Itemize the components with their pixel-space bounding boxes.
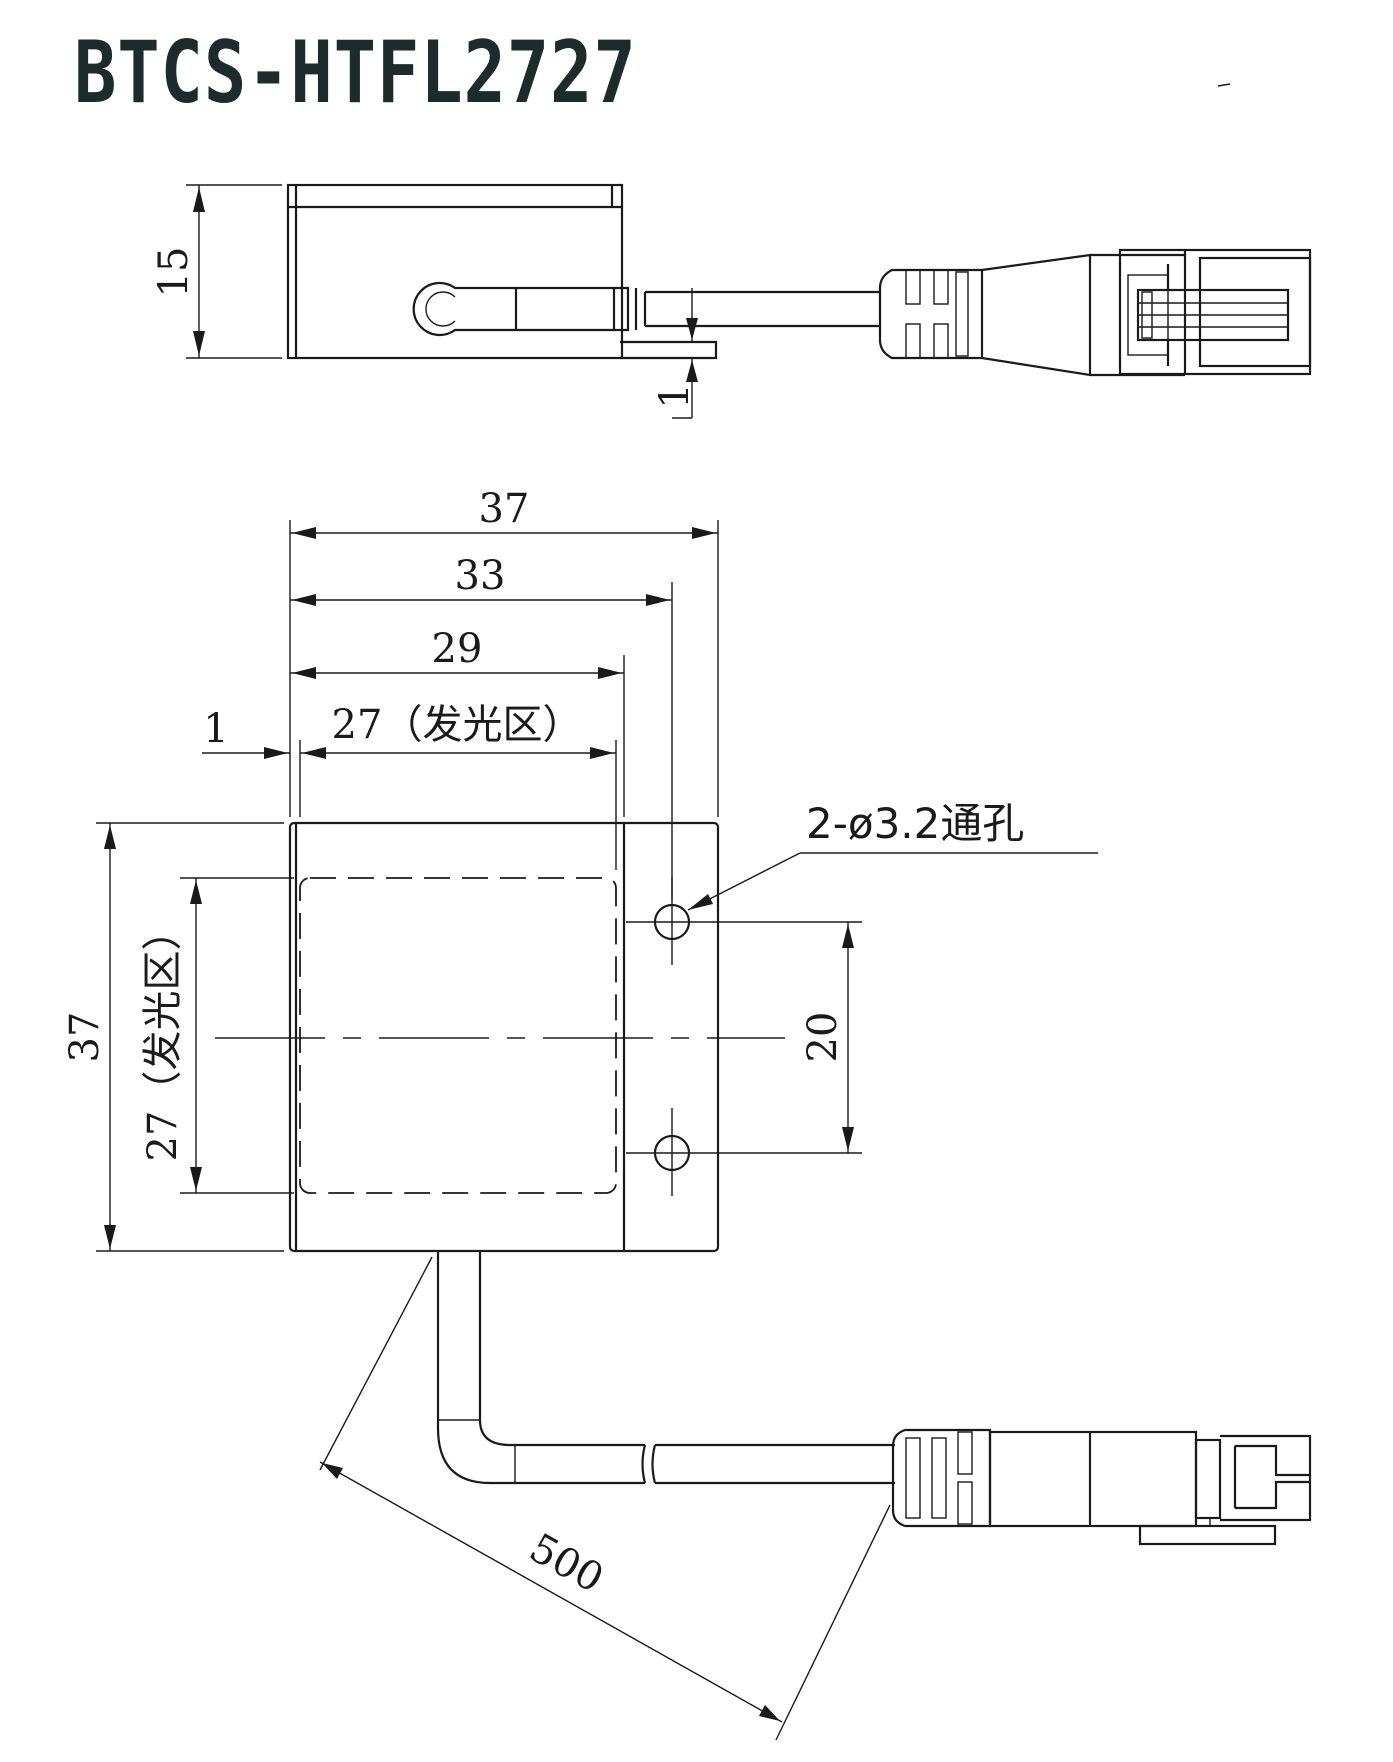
dim-width-outer: 37: [479, 486, 530, 532]
dim-width-body: 29: [432, 626, 483, 672]
dim-height-outer: 37: [62, 1012, 108, 1063]
page-title: BTCS-HTFL2727: [74, 23, 637, 123]
front-connector-body: [988, 1430, 1198, 1528]
speck: [1217, 83, 1231, 87]
side-body: [286, 183, 624, 360]
side-grommet: [412, 281, 630, 337]
emitting-area: [299, 877, 617, 1194]
side-connector-boot: [878, 268, 984, 360]
front-view: 37 33 29 27（发光区） 1 37 27（发光区）: [62, 486, 1312, 1741]
front-flange: [288, 821, 720, 1253]
note-holes: 2-ø3.2通孔: [806, 799, 1024, 848]
dim-height-emitting: 27（发光区）: [140, 911, 186, 1162]
dim-side-height: 15: [151, 247, 197, 298]
dim-width-hole-pitch: 33: [455, 553, 506, 599]
dim-side-flange: 1: [652, 383, 698, 408]
front-cable: [436, 1251, 645, 1485]
dim-cable-length: 500: [522, 1525, 611, 1602]
dim-hole-spacing: 20: [800, 1012, 846, 1063]
dim-width-emitting: 27（发光区）: [332, 702, 583, 748]
front-connector-head: [1220, 1434, 1312, 1522]
front-connector-boot: [891, 1428, 992, 1528]
side-view: 15 1: [151, 183, 1312, 419]
dim-offset-left: 1: [203, 706, 228, 752]
